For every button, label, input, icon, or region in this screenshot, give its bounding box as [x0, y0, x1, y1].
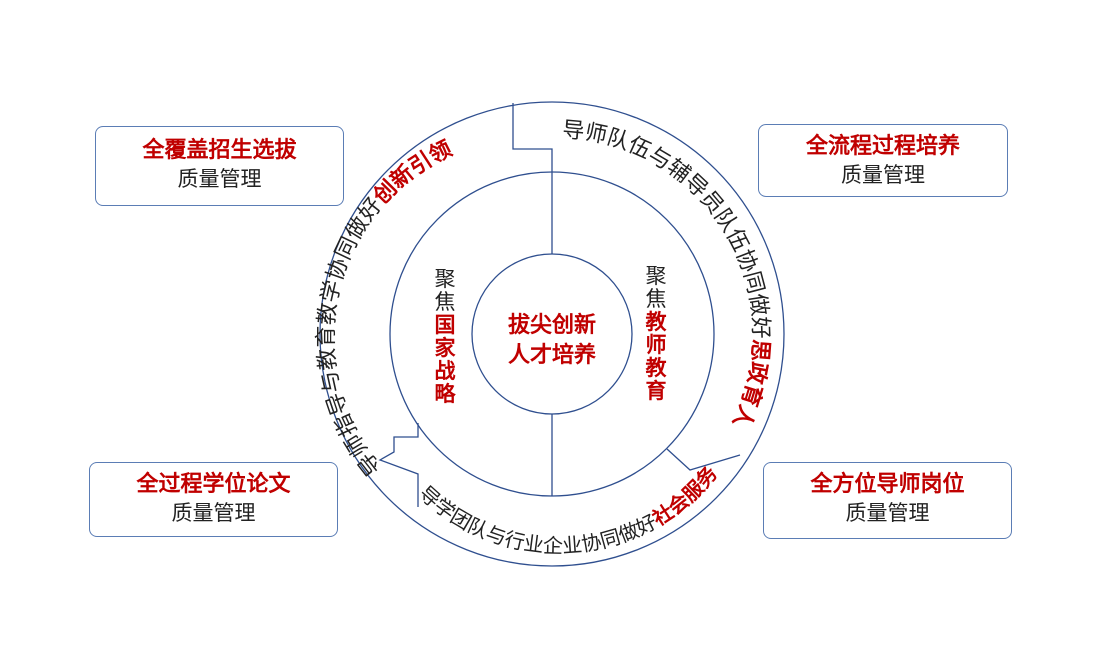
outer-ring: [319, 101, 785, 567]
box-top-right-subtitle: 质量管理: [841, 163, 925, 187]
left-focus-char: 家: [435, 336, 457, 360]
left-focus-char: 战: [435, 359, 456, 383]
arc-right-highlight: 思政育人: [727, 338, 772, 431]
box-bottom-right-title: 全方位导师岗位: [810, 472, 965, 497]
box-bottom-right: 全方位导师岗位 质量管理: [763, 462, 1012, 539]
left-focus-char: 略: [435, 382, 457, 406]
right-focus-char: 教: [646, 356, 668, 380]
box-bottom-left-title: 全过程学位论文: [136, 472, 291, 497]
box-top-left-title: 全覆盖招生选拔: [142, 138, 297, 163]
box-bottom-right-subtitle: 质量管理: [845, 501, 930, 525]
center-line-1: 拔尖创新: [508, 312, 596, 338]
left-focus-char: 焦: [435, 290, 456, 314]
arc-left-plain: 导师指导与教育教学协同做好: [314, 193, 387, 479]
right-focus-char: 师: [646, 333, 667, 357]
right-focus-char: 焦: [646, 287, 667, 311]
arc-right-plain: 导师队伍与辅导员队伍协同做好: [561, 118, 772, 339]
box-top-left-subtitle: 质量管理: [177, 167, 262, 191]
separator-left: [378, 423, 419, 507]
center-line-2: 人才培养: [508, 342, 596, 368]
arc-left-highlight: 创新引领: [368, 136, 456, 210]
arc-bottom-plain: 导学团队与行业企业协同做好: [414, 481, 660, 558]
arc-bottom-highlight: 社会服务: [647, 461, 722, 531]
box-top-right-title: 全流程过程培养: [805, 134, 960, 159]
box-bottom-left: 全过程学位论文 质量管理: [89, 462, 338, 537]
arc-right-text: 导师队伍与辅导员队伍协同做好思政育人: [561, 118, 772, 432]
box-top-right: 全流程过程培养 质量管理: [758, 124, 1008, 197]
box-top-left: 全覆盖招生选拔 质量管理: [95, 126, 344, 206]
right-focus-char: 教: [646, 310, 668, 334]
separator-top: [512, 103, 553, 172]
left-focus-char: 国: [435, 313, 456, 337]
arc-bottom-text: 导学团队与行业企业协同做好社会服务: [414, 461, 722, 558]
right-focus-char: 育: [646, 379, 667, 403]
right-focus-char: 聚: [646, 264, 667, 288]
separator-right: [666, 448, 741, 471]
box-bottom-left-subtitle: 质量管理: [171, 501, 256, 525]
left-focus-char: 聚: [435, 267, 456, 291]
